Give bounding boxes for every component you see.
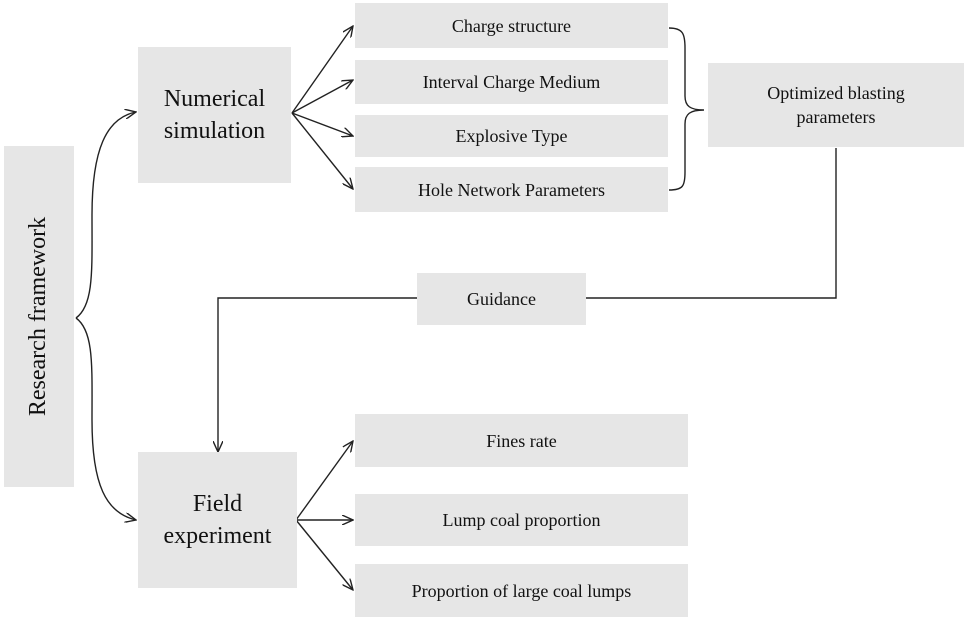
optimized-line1: Optimized blasting: [767, 83, 905, 103]
exp-fan-arrows: [295, 441, 353, 590]
feedback-line-right: [586, 148, 837, 299]
root-brace-upper: [75, 112, 136, 319]
numerical-simulation-line1: Numerical: [163, 86, 266, 112]
field-experiment-line1: Field: [192, 491, 243, 517]
field-experiment-box: Field experiment: [138, 452, 297, 588]
sim-fan-arrows: [291, 26, 353, 189]
exp-item-fines-rate: Fines rate: [355, 414, 688, 467]
optimized-blasting-parameters-box: Optimized blasting parameters: [708, 63, 964, 147]
research-framework-label: Research framework: [25, 216, 52, 417]
numerical-simulation-line2: simulation: [163, 118, 266, 144]
optimized-line2: parameters: [796, 107, 876, 127]
params-brace: [668, 27, 705, 191]
exp-item-large-coal-lumps: Proportion of large coal lumps: [355, 564, 688, 617]
sim-item-explosive-type: Explosive Type: [355, 115, 668, 157]
exp-item-lump-coal-proportion: Lump coal proportion: [355, 494, 688, 546]
guidance-box: Guidance: [417, 273, 586, 325]
sim-item-hole-network-parameters: Hole Network Parameters: [355, 167, 668, 212]
numerical-simulation-box: Numerical simulation: [138, 47, 291, 183]
feedback-line-left: [218, 297, 417, 452]
sim-item-charge-structure: Charge structure: [355, 3, 668, 48]
research-framework-box: Research framework: [4, 146, 74, 487]
field-experiment-line2: experiment: [163, 523, 272, 549]
root-brace-lower: [75, 317, 136, 520]
sim-item-interval-charge-medium: Interval Charge Medium: [355, 60, 668, 104]
